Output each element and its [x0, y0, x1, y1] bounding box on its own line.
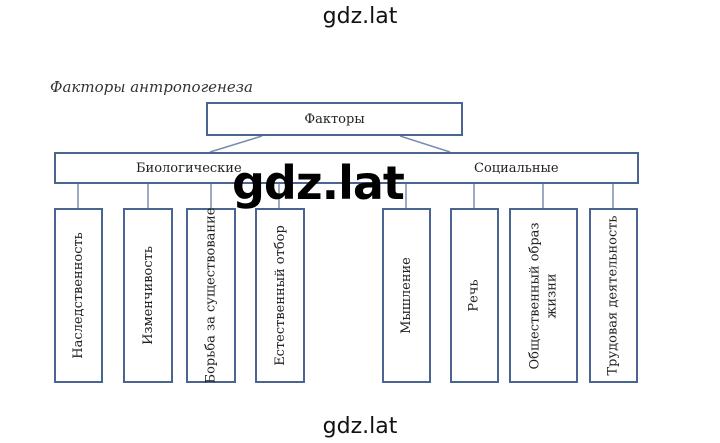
connector-root-social	[399, 135, 451, 153]
group-label-social: Социальные	[474, 161, 559, 176]
root-label: Факторы	[304, 111, 365, 127]
factor-box-bio-2: Изменчивость	[123, 208, 173, 383]
factor-label: Борьба за существование	[203, 207, 219, 384]
factor-box-soc-4: Трудовая деятельность	[589, 208, 638, 383]
factor-box-soc-3: Общественный образ жизни	[509, 208, 578, 383]
factor-box-bio-1: Наследственность	[54, 208, 103, 383]
factor-label: Естественный отбор	[272, 225, 288, 366]
factor-label: Трудовая деятельность	[606, 215, 622, 376]
watermark-top: gdz.lat	[322, 4, 398, 29]
watermark-center: gdz.lat	[232, 156, 405, 210]
factor-box-bio-4: Естественный отбор	[255, 208, 305, 383]
factor-label: Изменчивость	[140, 246, 156, 345]
factor-box-soc-2: Речь	[450, 208, 499, 383]
diagram-caption: Факторы антропогенеза	[50, 78, 253, 96]
factor-label: Речь	[467, 279, 482, 312]
group-bar: Биологические Социальные	[54, 152, 639, 184]
factor-label: Общественный образ жизни	[527, 221, 560, 370]
factor-box-bio-3: Борьба за существование	[186, 208, 236, 383]
factor-label: Мышление	[399, 257, 414, 334]
factor-label: Наследственность	[71, 232, 87, 359]
connector-root-bio	[209, 135, 263, 153]
factor-box-soc-1: Мышление	[382, 208, 431, 383]
watermark-bottom: gdz.lat	[322, 414, 398, 439]
group-label-biological: Биологические	[136, 161, 242, 176]
root-node: Факторы	[206, 102, 463, 136]
